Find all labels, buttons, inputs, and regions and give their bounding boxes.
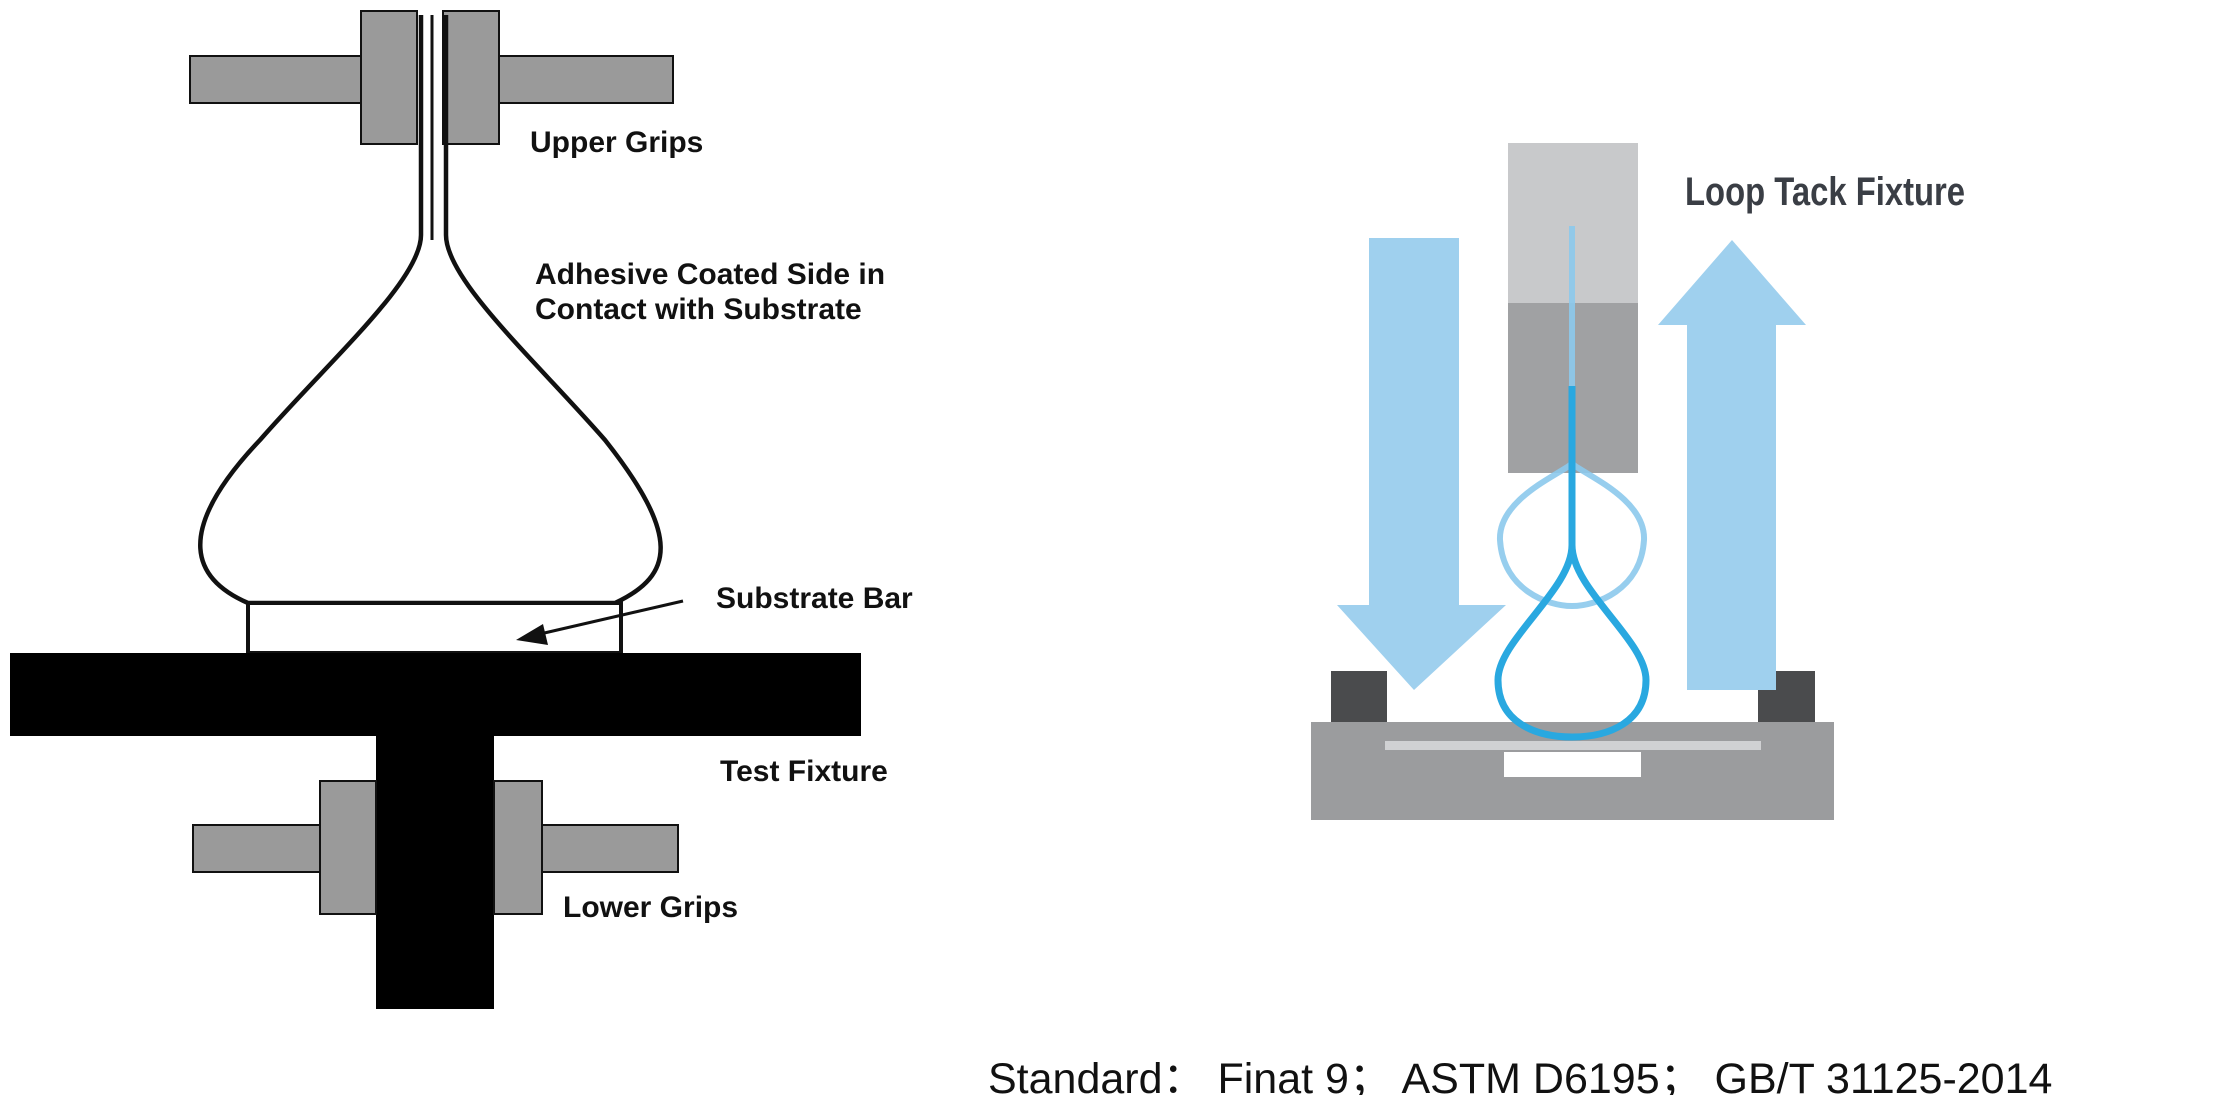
standard-caption: Standard： Finat 9； ASTM D6195； GB/T 3112… [988, 1055, 2053, 1095]
test-fixture-label: Test Fixture [720, 755, 888, 788]
loop-active [1494, 386, 1650, 741]
lower-grip-left-bar [192, 824, 324, 873]
loop-ghost [1496, 226, 1648, 610]
substrate-bar-arrowhead [516, 624, 548, 645]
up-arrow [1658, 240, 1806, 690]
test-fixture-plate [10, 653, 861, 736]
loop-tack-fixture-title: Loop Tack Fixture [1685, 170, 1966, 214]
upper-grip-left-bar [189, 55, 366, 104]
lower-grip-right-bar [541, 824, 679, 873]
substrate-strip [1385, 741, 1761, 750]
substrate-bar [246, 601, 623, 655]
fixture-base-slot [1504, 752, 1641, 777]
upper-grips-label: Upper Grips [530, 126, 704, 159]
upper-grip-left-jaw [360, 10, 418, 145]
lower-grip-right-jaw [493, 780, 543, 915]
substrate-bar-label: Substrate Bar [716, 582, 913, 615]
loop-tack-test-schematic [10, 10, 861, 1009]
fixture-block-left [1331, 671, 1387, 722]
upper-grip-right-jaw [442, 10, 500, 145]
upper-grip-right-bar [496, 55, 674, 104]
substrate-bar-pointer [539, 599, 684, 636]
adhesive-side-label: Adhesive Coated Side in Contact with Sub… [535, 258, 886, 326]
down-arrow [1337, 238, 1506, 690]
lower-grip-left-jaw [319, 780, 377, 915]
test-fixture-stem [376, 736, 494, 1009]
lower-grips-label: Lower Grips [563, 891, 739, 924]
